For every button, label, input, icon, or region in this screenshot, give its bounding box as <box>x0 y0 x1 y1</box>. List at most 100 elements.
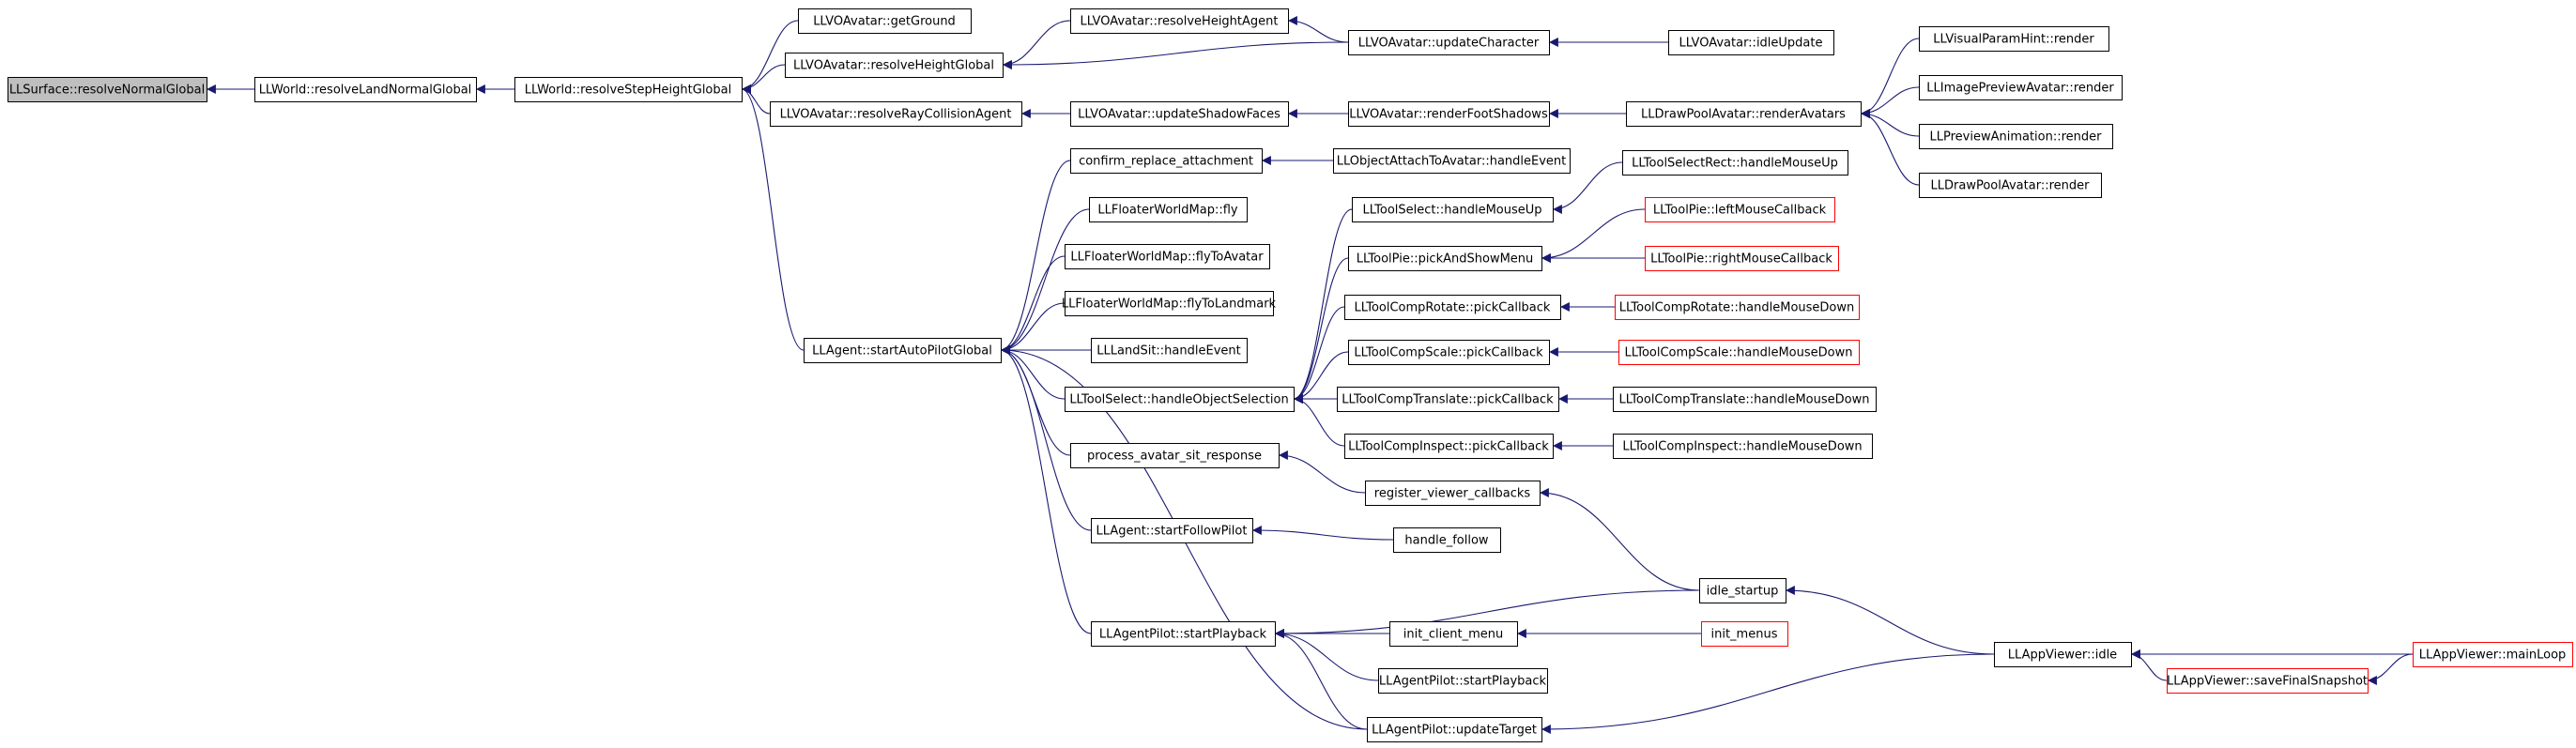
node-aput[interactable]: LLAgentPilot::updateTarget <box>1367 717 1542 742</box>
node-rshg[interactable]: LLWorld::resolveStepHeightGlobal <box>514 77 743 102</box>
node-tshmu[interactable]: LLToolSelect::handleMouseUp <box>1352 197 1554 222</box>
node-box <box>1919 26 2109 52</box>
node-tplmc[interactable]: LLToolPie::leftMouseCallback <box>1645 197 1835 222</box>
node-imenus[interactable]: init_menus <box>1701 621 1788 647</box>
node-box <box>1645 246 1839 271</box>
node-label: LLVOAvatar::updateCharacter <box>1358 37 1540 51</box>
node-label: LLPreviewAnimation::render <box>1929 130 2102 145</box>
node-box <box>1070 8 1289 34</box>
node-box <box>1348 101 1550 127</box>
node-avml[interactable]: LLAppViewer::mainLoop <box>2413 642 2573 667</box>
node-tcihmd[interactable]: LLToolCompInspect::handleMouseDown <box>1613 434 1873 459</box>
edge-cra-to-sapg <box>1000 160 1071 355</box>
node-box <box>1613 434 1873 459</box>
node-cra[interactable]: confirm_replace_attachment <box>1070 148 1263 174</box>
node-tprmc[interactable]: LLToolPie::rightMouseCallback <box>1645 246 1839 271</box>
edge-fwfly-to-sapg <box>1000 208 1090 355</box>
edge-avml-to-avsfs <box>2367 653 2414 685</box>
node-ipa[interactable]: LLImagePreviewAvatar::render <box>1919 75 2123 100</box>
node-label: LLToolCompInspect::pickCallback <box>1348 440 1549 454</box>
node-box <box>1668 30 1834 55</box>
node-getground[interactable]: LLVOAvatar::getGround <box>798 8 972 34</box>
node-fwfly[interactable]: LLFloaterWorldMap::fly <box>1089 197 1248 222</box>
node-sfp[interactable]: LLAgent::startFollowPilot <box>1091 518 1253 543</box>
node-label: LLVisualParamHint::render <box>1933 33 2094 47</box>
node-tcspc[interactable]: LLToolCompScale::pickCallback <box>1348 340 1550 365</box>
node-tsho[interactable]: LLToolSelect::handleObjectSelection <box>1065 387 1295 412</box>
node-label: process_avatar_sit_response <box>1087 450 1262 464</box>
node-avsfs[interactable]: LLAppViewer::saveFinalSnapshot <box>2167 668 2369 694</box>
node-dpar[interactable]: LLDrawPoolAvatar::render <box>1919 173 2102 198</box>
node-box <box>1344 434 1554 459</box>
node-tcrpc[interactable]: LLToolCompRotate::pickCallback <box>1344 295 1561 320</box>
node-updchar[interactable]: LLVOAvatar::updateCharacter <box>1348 30 1550 55</box>
node-root[interactable]: LLSurface::resolveNormalGlobal <box>8 77 207 102</box>
node-sapg[interactable]: LLAgent::startAutoPilotGlobal <box>804 338 1002 363</box>
node-oatahe[interactable]: LLObjectAttachToAvatar::handleEvent <box>1333 148 1571 174</box>
node-label: LLVOAvatar::idleUpdate <box>1679 37 1822 51</box>
node-tppasm[interactable]: LLToolPie::pickAndShowMenu <box>1348 246 1542 271</box>
node-label: LLToolCompScale::handleMouseDown <box>1625 346 1853 360</box>
node-box <box>1089 197 1248 222</box>
node-tcthmd[interactable]: LLToolCompTranslate::handleMouseDown <box>1613 387 1877 412</box>
node-dpara[interactable]: LLDrawPoolAvatar::renderAvatars <box>1626 101 1862 127</box>
node-idleupd[interactable]: LLVOAvatar::idleUpdate <box>1668 30 1834 55</box>
node-tcshmd[interactable]: LLToolCompScale::handleMouseDown <box>1618 340 1860 365</box>
node-rhagent[interactable]: LLVOAvatar::resolveHeightAgent <box>1070 8 1289 34</box>
edge-istartup-to-apsp <box>1274 589 1700 638</box>
node-rvc[interactable]: register_viewer_callbacks <box>1365 481 1541 506</box>
node-pasr[interactable]: process_avatar_sit_response <box>1070 443 1280 468</box>
edge-tcrpc-to-tsho <box>1293 306 1345 404</box>
node-label: LLToolCompRotate::handleMouseDown <box>1619 301 1855 315</box>
edge-tsrhmu-to-tshmu <box>1552 161 1623 214</box>
node-apsp2[interactable]: LLAgentPilot::startPlayback <box>1378 668 1548 694</box>
node-rfs[interactable]: LLVOAvatar::renderFootShadows <box>1348 101 1550 127</box>
node-tctpc[interactable]: LLToolCompTranslate::pickCallback <box>1337 387 1559 412</box>
node-label: LLToolCompTranslate::pickCallback <box>1342 393 1554 407</box>
node-tsrhmu[interactable]: LLToolSelectRect::handleMouseUp <box>1622 150 1848 176</box>
node-label: LLVOAvatar::resolveRayCollisionAgent <box>780 108 1012 122</box>
node-avidle[interactable]: LLAppViewer::idle <box>1994 642 2132 667</box>
node-label: LLLandSit::handleEvent <box>1096 344 1240 359</box>
node-box <box>2413 642 2573 667</box>
node-usf[interactable]: LLVOAvatar::updateShadowFaces <box>1070 101 1289 127</box>
node-fwftl[interactable]: LLFloaterWorldMap::flyToLandmark <box>1062 291 1277 316</box>
node-label: LLToolCompRotate::pickCallback <box>1355 301 1551 315</box>
node-label: LLAppViewer::saveFinalSnapshot <box>2167 675 2368 689</box>
node-label: LLToolPie::pickAndShowMenu <box>1357 252 1534 267</box>
node-box <box>1919 173 2102 198</box>
node-label: LLAgentPilot::startPlayback <box>1379 675 1547 689</box>
edge-updchar-to-rhg <box>1002 41 1349 69</box>
node-box <box>1622 150 1848 176</box>
node-box <box>1699 578 1786 603</box>
edge-sapg-to-rshg <box>741 84 805 351</box>
node-label: LLObjectAttachToAvatar::handleEvent <box>1337 155 1567 169</box>
edge-avidle-to-istartup <box>1785 586 1995 655</box>
node-rrca[interactable]: LLVOAvatar::resolveRayCollisionAgent <box>770 101 1022 127</box>
node-vph[interactable]: LLVisualParamHint::render <box>1919 26 2109 52</box>
node-istartup[interactable]: idle_startup <box>1699 578 1786 603</box>
node-box <box>1365 481 1541 506</box>
node-box <box>1065 387 1295 412</box>
node-lsit[interactable]: LLLandSit::handleEvent <box>1091 338 1248 363</box>
node-hfollow[interactable]: handle_follow <box>1393 527 1501 553</box>
node-label: handle_follow <box>1404 534 1489 548</box>
node-label: LLWorld::resolveStepHeightGlobal <box>525 84 731 98</box>
node-rhg[interactable]: LLVOAvatar::resolveHeightGlobal <box>785 53 1004 78</box>
node-label: LLToolCompScale::pickCallback <box>1354 346 1543 360</box>
node-tcrhmd[interactable]: LLToolCompRotate::handleMouseDown <box>1615 295 1860 320</box>
node-label: confirm_replace_attachment <box>1079 155 1253 169</box>
node-pan[interactable]: LLPreviewAnimation::render <box>1919 124 2113 149</box>
node-box <box>1344 295 1561 320</box>
node-label: LLAgentPilot::updateTarget <box>1372 724 1537 738</box>
node-rlng[interactable]: LLWorld::resolveLandNormalGlobal <box>254 77 477 102</box>
node-label: LLVOAvatar::renderFootShadows <box>1349 108 1548 122</box>
edge-apsp2-to-apsp <box>1274 629 1379 681</box>
node-tcipc[interactable]: LLToolCompInspect::pickCallback <box>1344 434 1554 459</box>
node-label: LLAgentPilot::startPlayback <box>1099 628 1267 642</box>
node-label: idle_startup <box>1707 585 1779 599</box>
node-icm[interactable]: init_client_menu <box>1389 621 1518 647</box>
node-apsp[interactable]: LLAgentPilot::startPlayback <box>1091 621 1276 647</box>
node-fwfta[interactable]: LLFloaterWorldMap::flyToAvatar <box>1065 244 1270 269</box>
